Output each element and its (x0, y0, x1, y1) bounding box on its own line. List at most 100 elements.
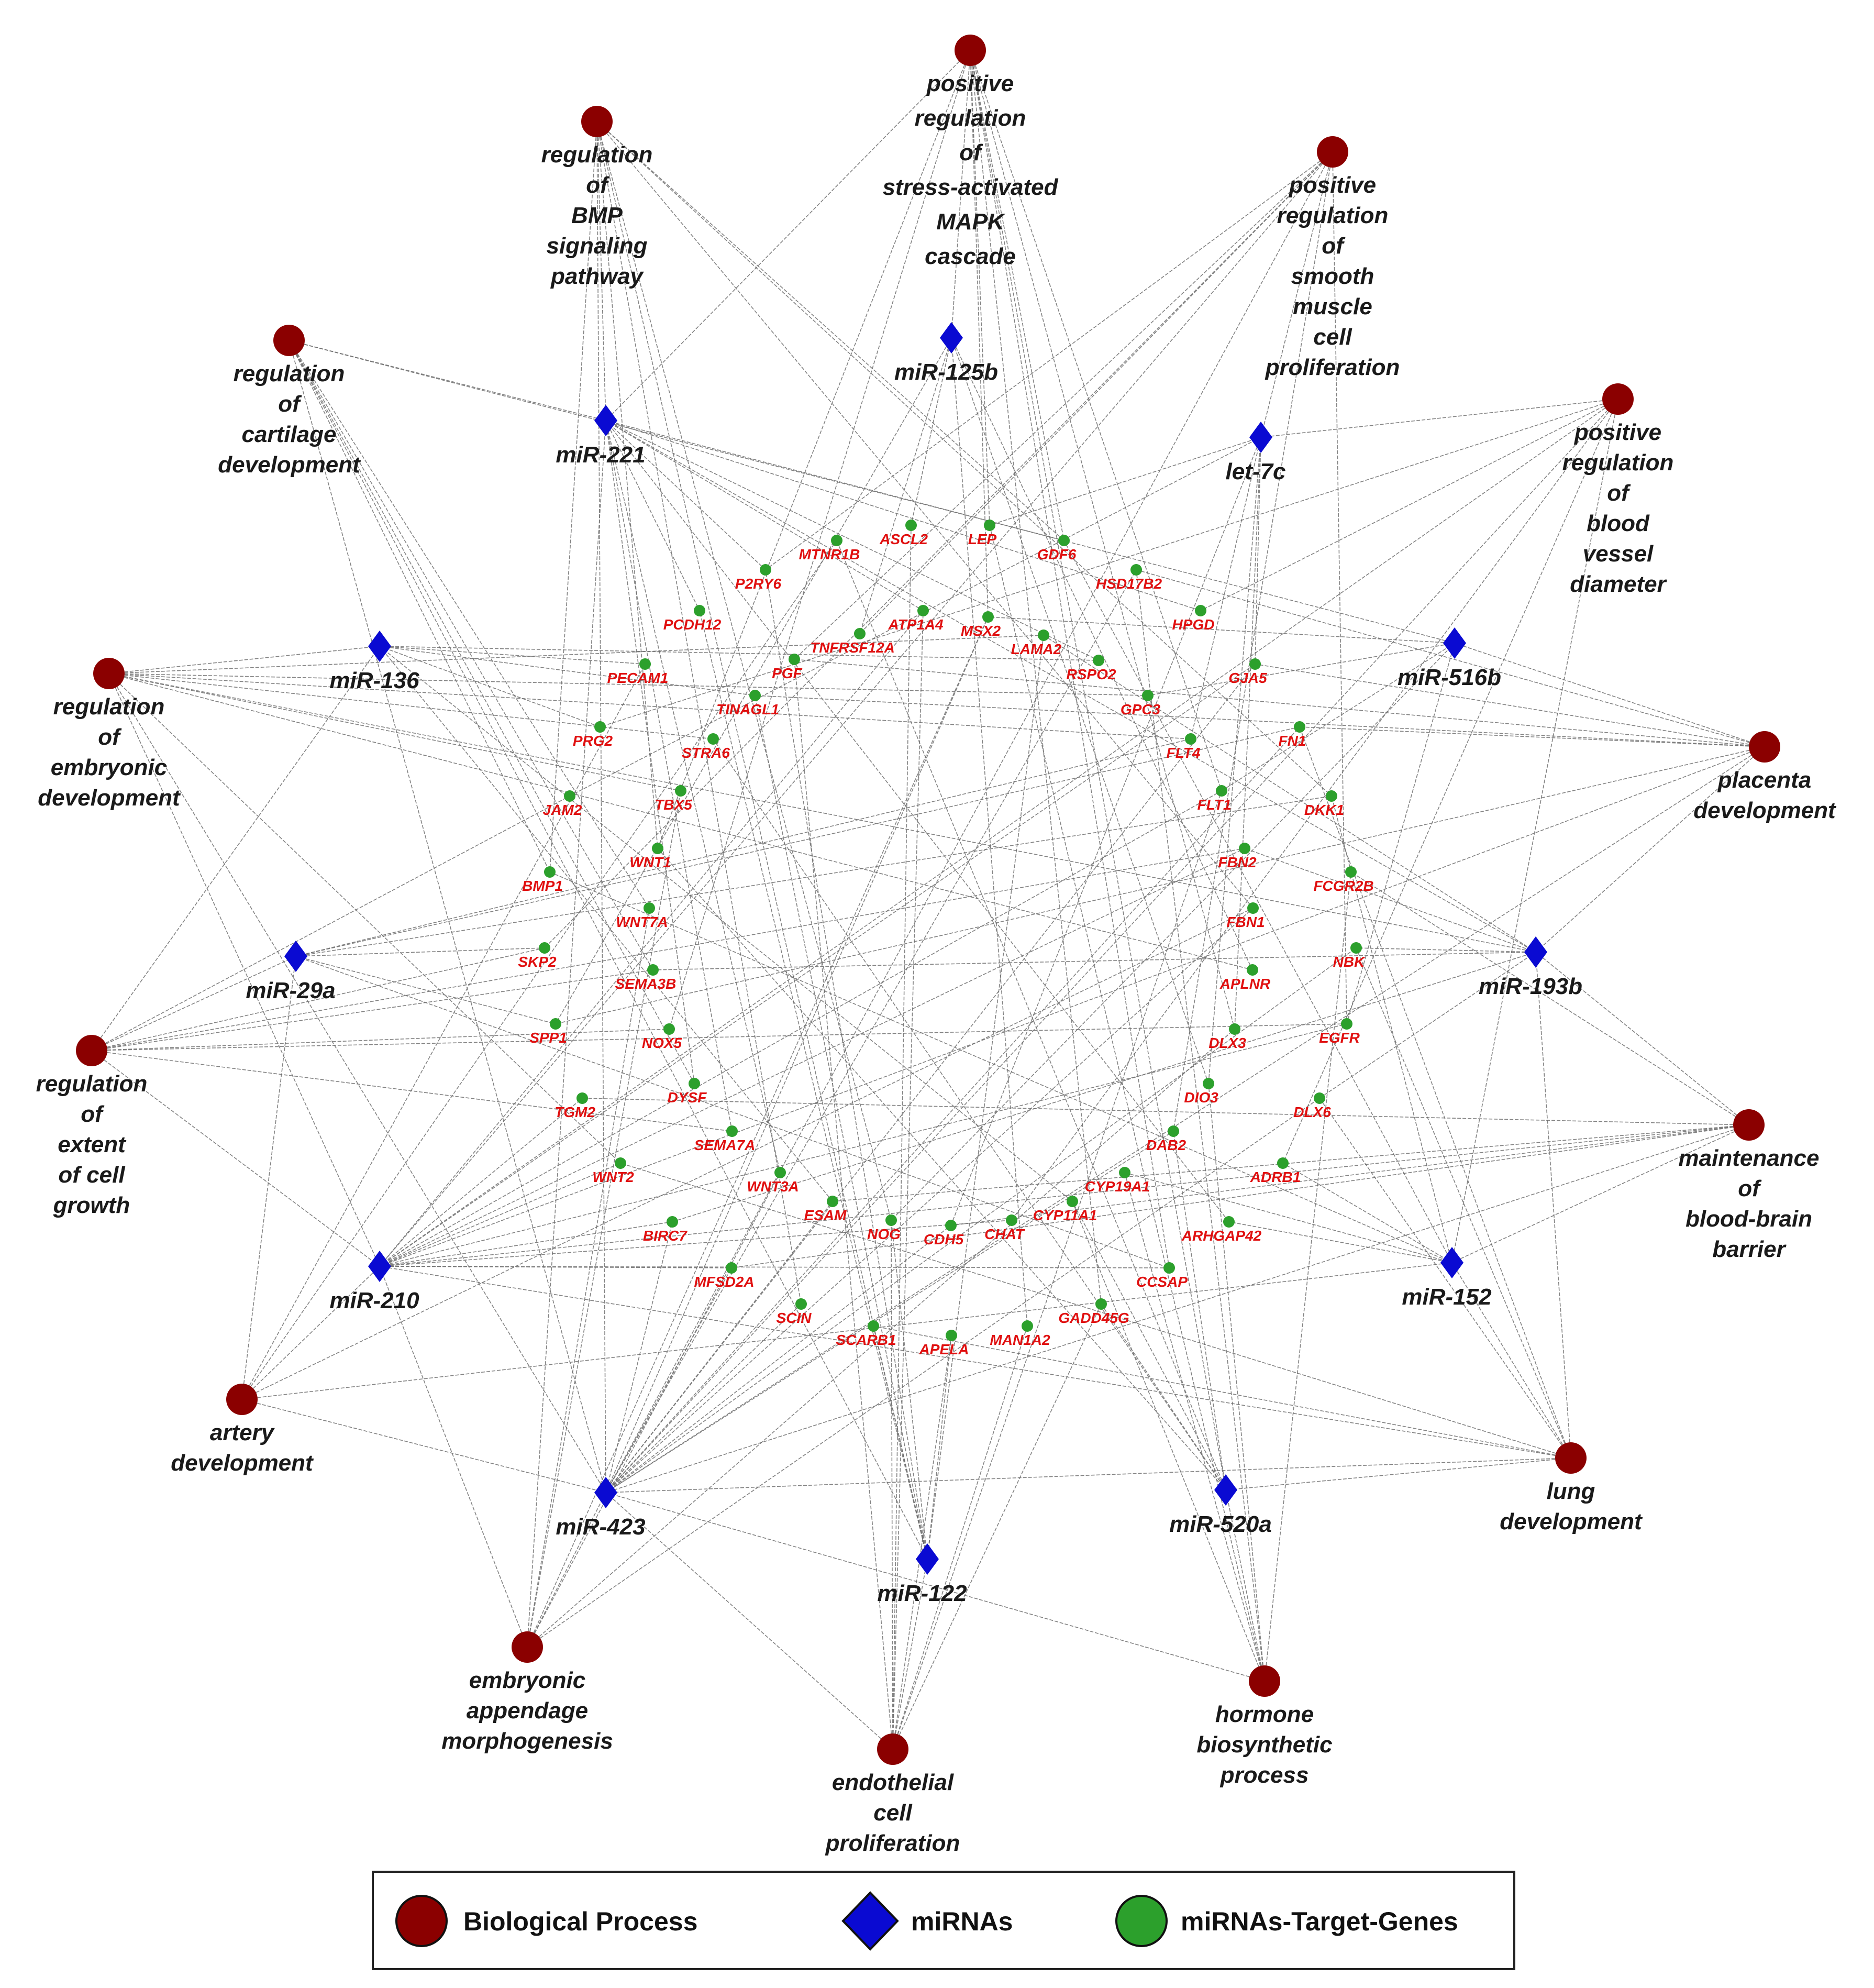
gene-node-tgm2 (576, 1092, 588, 1104)
edge-m423-HSD17B2 (605, 569, 1137, 1493)
process-label-line: cascade (925, 244, 1016, 269)
edge-p_embryo-LAMA2 (108, 635, 1044, 674)
process-label-line: regulation (541, 142, 653, 168)
process-node-p_lung (1555, 1442, 1587, 1474)
edge-p_lung-SCARB1 (873, 1326, 1571, 1459)
edge-m29a-SPP1 (295, 956, 556, 1024)
process-label-line: development (171, 1450, 314, 1476)
edge-p_hormone-LEP (989, 525, 1265, 1682)
gene-label-chat: CHAT (984, 1226, 1026, 1242)
mirna-label-m136: miR-136 (329, 668, 419, 693)
edge-m520a-WNT1 (657, 848, 1226, 1490)
edge-p_vessel-m210 (379, 399, 1618, 1267)
gene-label-p2ry6: P2RY6 (735, 576, 782, 592)
gene-node-dkk1 (1326, 790, 1337, 802)
edge-p_vessel-m423 (605, 399, 1618, 1493)
edge-p_cart-BMP1 (289, 340, 550, 872)
legend-process-label: Biological Process (463, 1907, 697, 1936)
gene-node-nox5 (663, 1023, 675, 1035)
edge-p_placenta-m423 (605, 746, 1765, 1493)
edge-m423-FBN1 (605, 908, 1254, 1493)
gene-node-fbn2 (1239, 843, 1250, 854)
edge-p_bbb-MFSD2A (731, 1124, 1749, 1268)
edge-mlet7c-GJA5 (1255, 437, 1261, 665)
edge-m122-TINAGL1 (755, 695, 928, 1560)
process-label-line: development (1693, 798, 1837, 823)
gene-label-mtnr1b: MTNR1B (799, 546, 860, 562)
edge-m210-BIRC7 (379, 1221, 673, 1267)
edge-p_bmp-FBN1 (596, 121, 1254, 909)
edge-m221-RSPO2 (605, 420, 1099, 661)
process-node-p_hormone (1249, 1665, 1280, 1697)
edge-p_mapk-FLT1 (970, 50, 1222, 791)
edge-p_append-WNT7A (527, 908, 650, 1648)
gene-label-ccsap: CCSAP (1136, 1274, 1188, 1290)
gene-label-wnt2: WNT2 (592, 1169, 634, 1185)
edge-p_artery-FBN1 (241, 908, 1254, 1400)
mirna-label-m516b: miR-516b (1398, 665, 1501, 690)
edge-m193b-LAMA2 (1043, 635, 1536, 953)
edge-p_bbb-m152 (1451, 1124, 1749, 1263)
gene-label-fbn1: FBN1 (1226, 914, 1265, 930)
process-label-line: extent (58, 1132, 127, 1157)
gene-label-esam: ESAM (804, 1207, 847, 1223)
edge-m210-CHAT (379, 1220, 1012, 1267)
gene-label-wnt7a: WNT7A (616, 914, 668, 930)
edge-p_smooth-EGFR (1332, 151, 1347, 1024)
mirna-label-mlet7c: let-7c (1226, 459, 1286, 484)
gene-label-fn1: FN1 (1279, 733, 1306, 749)
edge-m520a-MTNR1B (836, 540, 1226, 1490)
mirna-node-m125b (940, 322, 963, 354)
edge-mlet7c-FLT4 (1190, 437, 1261, 739)
edge-p_lung-m210 (379, 1266, 1571, 1459)
process-label-line: positive (926, 71, 1014, 96)
gene-node-gdf6 (1058, 535, 1070, 546)
process-label-line: blood (1587, 511, 1650, 536)
edge-p_append-m423 (527, 1492, 606, 1648)
edge-m516b-MSX2 (988, 616, 1455, 644)
edge-m193b-BIRC7 (672, 952, 1536, 1222)
process-label-line: of (959, 140, 983, 165)
process-label-line: muscle (1293, 294, 1372, 319)
gene-label-fcgr2b: FCGR2B (1313, 878, 1373, 894)
gene-node-birc7 (667, 1216, 678, 1228)
edge-p_endo-m423 (605, 1492, 893, 1750)
edge-m122-PCDH12 (699, 610, 928, 1560)
edge-p_bbb-m210 (379, 1124, 1749, 1267)
edge-p_vessel-HPGD (1200, 399, 1618, 611)
edge-p_bbb-m193b (1535, 952, 1749, 1125)
edge-m125b-APLNR (951, 337, 1253, 970)
edge-m136-PRG2 (379, 646, 601, 727)
edge-p_smooth-SKP2 (544, 151, 1333, 948)
gene-node-pcdh12 (694, 605, 705, 616)
gene-label-atp1a4: ATP1A4 (888, 616, 944, 633)
gene-node-chat (1006, 1214, 1017, 1226)
gene-node-dlx6 (1314, 1092, 1325, 1104)
edge-m516b-FLT1 (1221, 643, 1455, 791)
process-label-line: regulation (53, 694, 165, 720)
edge-p_cart-DYSF (289, 340, 695, 1084)
mirna-label-m210: miR-210 (329, 1288, 419, 1313)
gene-label-tgm2: TGM2 (555, 1104, 595, 1120)
process-label-line: hormone (1215, 1702, 1314, 1727)
edge-layer (91, 50, 1765, 1750)
gene-node-p2ry6 (760, 564, 771, 576)
process-node-p_artery (226, 1384, 258, 1415)
gene-node-flt4 (1185, 733, 1196, 745)
gene-node-wnt2 (615, 1157, 626, 1169)
edge-m210-TGM2 (379, 1098, 583, 1267)
process-label-line: of (81, 1101, 105, 1127)
process-node-p_growth (76, 1035, 107, 1066)
edge-p_bmp-DKK1 (596, 121, 1332, 797)
gene-label-gja5: GJA5 (1228, 670, 1267, 686)
process-label-line: stress-activated (882, 174, 1058, 200)
process-label-line: maintenance (1679, 1145, 1820, 1171)
gene-node-arhgap42 (1223, 1216, 1235, 1228)
process-label-line: of cell (58, 1162, 125, 1188)
gene-label-sema3b: SEMA3B (615, 976, 677, 992)
mirna-label-m152: miR-152 (1402, 1284, 1492, 1310)
